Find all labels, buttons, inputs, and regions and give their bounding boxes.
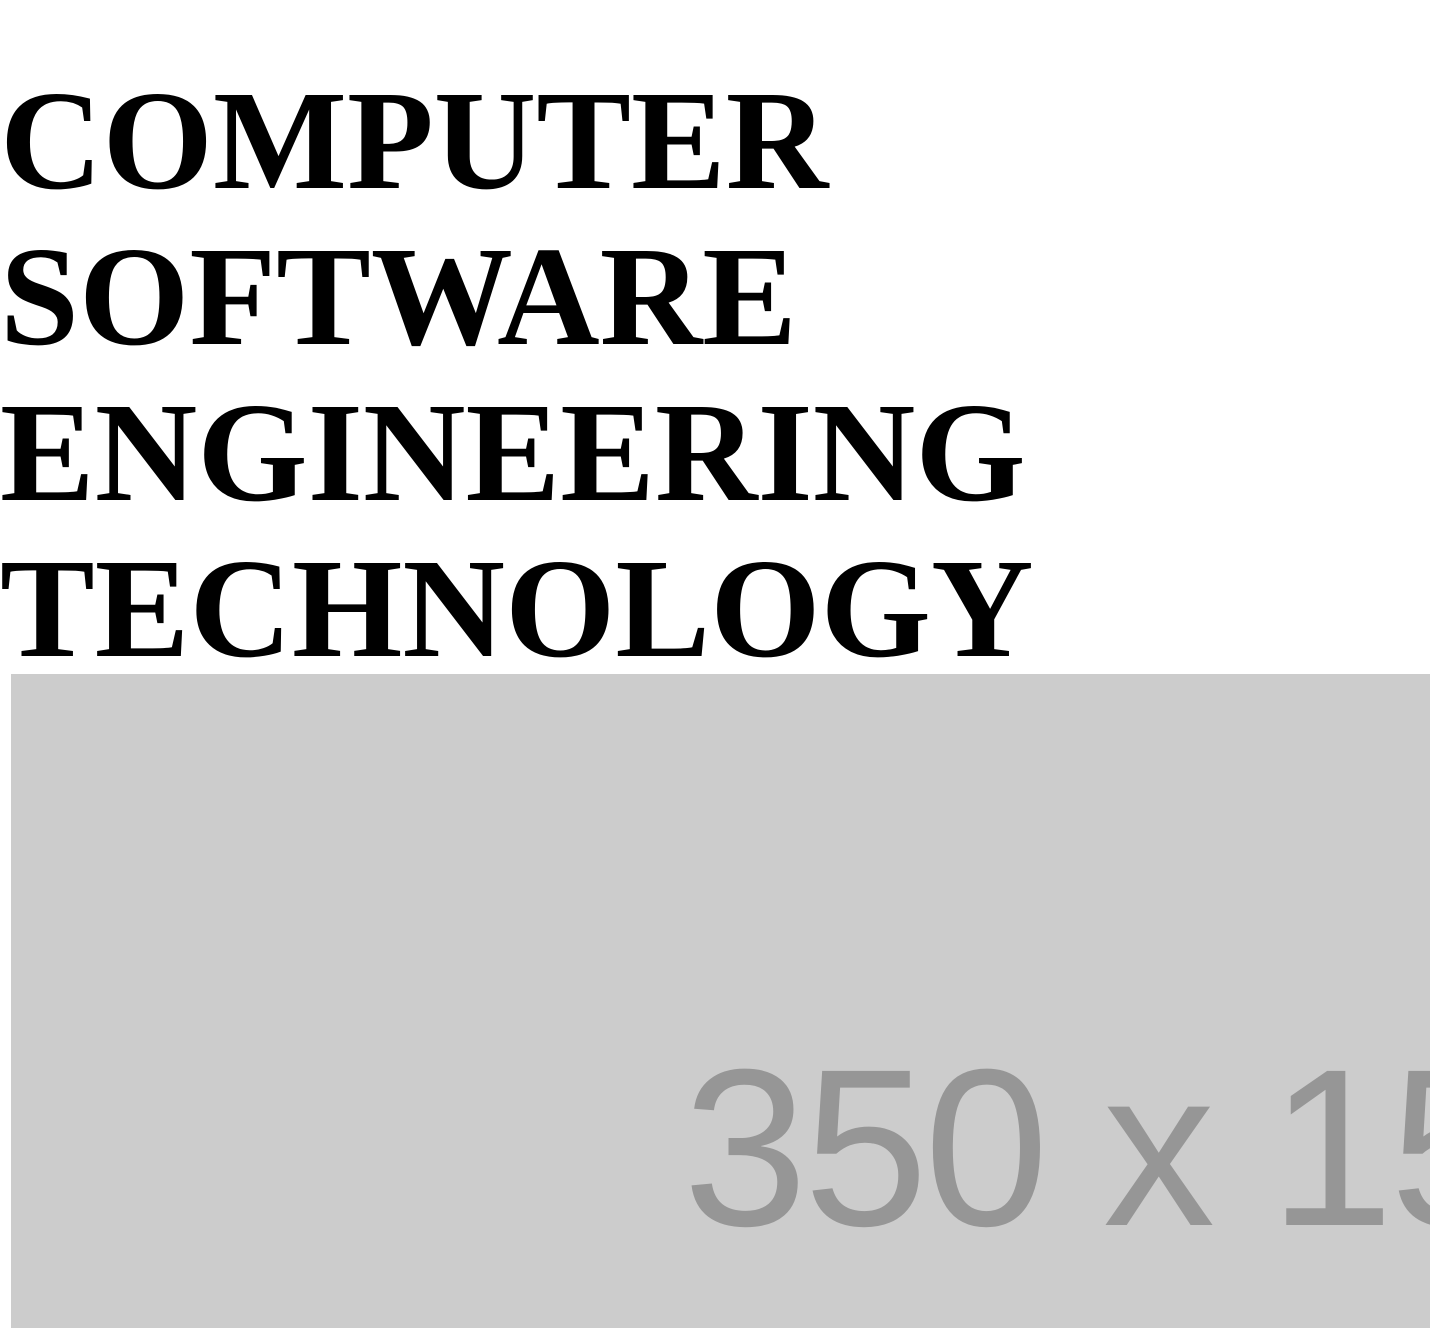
title-line: SOFTWARE <box>0 217 797 375</box>
placeholder-image: 350 x 15 <box>11 674 1430 1328</box>
title-line: TECHNOLOGY <box>0 529 1034 687</box>
title-line: ENGINEERING <box>0 373 1026 531</box>
page-title: COMPUTER SOFTWARE ENGINEERING TECHNOLOGY <box>0 62 1034 686</box>
placeholder-image-label: 350 x 15 <box>683 1023 1430 1273</box>
title-line: COMPUTER <box>0 61 829 219</box>
